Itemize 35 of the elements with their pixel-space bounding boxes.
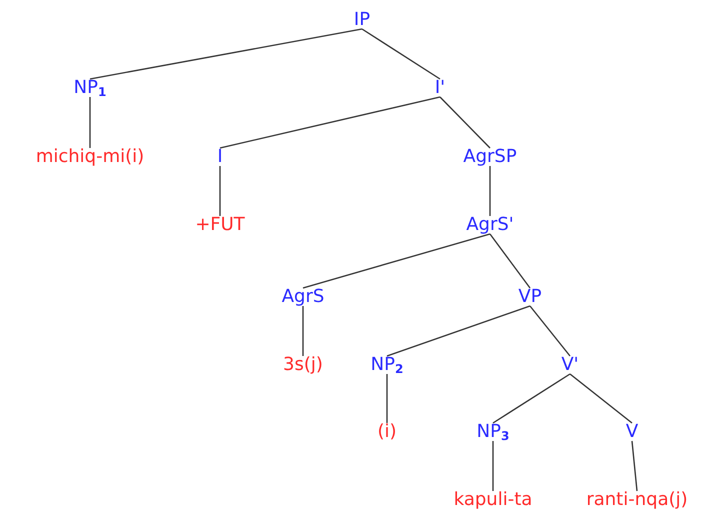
word-label: michiq-mi(i)	[34, 146, 146, 168]
word-label: kapuli-ta	[452, 489, 534, 511]
tree-branch	[489, 166, 491, 216]
word-label: +FUT	[194, 214, 246, 236]
tree-branch	[220, 96, 440, 149]
word-label: ranti-nqa(j)	[585, 489, 689, 511]
category-label: I'	[434, 77, 446, 99]
category-label: I	[216, 146, 224, 168]
category-label: IP	[352, 9, 372, 31]
category-label: VP	[517, 286, 543, 308]
tree-branch	[89, 97, 91, 148]
word-label: 3s(j)	[282, 354, 324, 376]
category-label: V'	[560, 354, 580, 376]
tree-branch	[302, 306, 304, 356]
category-label: NP$_{1}$	[72, 77, 108, 99]
tree-branch	[302, 233, 490, 289]
tree-branch	[362, 28, 440, 80]
tree-branch	[492, 373, 570, 424]
tree-branch	[219, 166, 221, 216]
tree-branch	[90, 28, 362, 80]
tree-branch	[489, 234, 531, 288]
tree-branch	[570, 374, 632, 424]
tree-branch	[530, 306, 570, 356]
tree-branch	[440, 96, 490, 148]
category-label: AgrS'	[465, 214, 515, 236]
category-label: V	[624, 421, 640, 443]
category-label: AgrS	[280, 286, 326, 308]
word-label: (i)	[376, 421, 398, 443]
tree-branch	[631, 440, 638, 492]
category-label: NP$_{3}$	[476, 421, 510, 443]
category-label: AgrSP	[462, 146, 518, 168]
category-label: NP$_{2}$	[370, 354, 404, 376]
tree-branch	[386, 305, 530, 357]
tree-branch	[386, 374, 388, 423]
tree-branch	[492, 441, 494, 491]
